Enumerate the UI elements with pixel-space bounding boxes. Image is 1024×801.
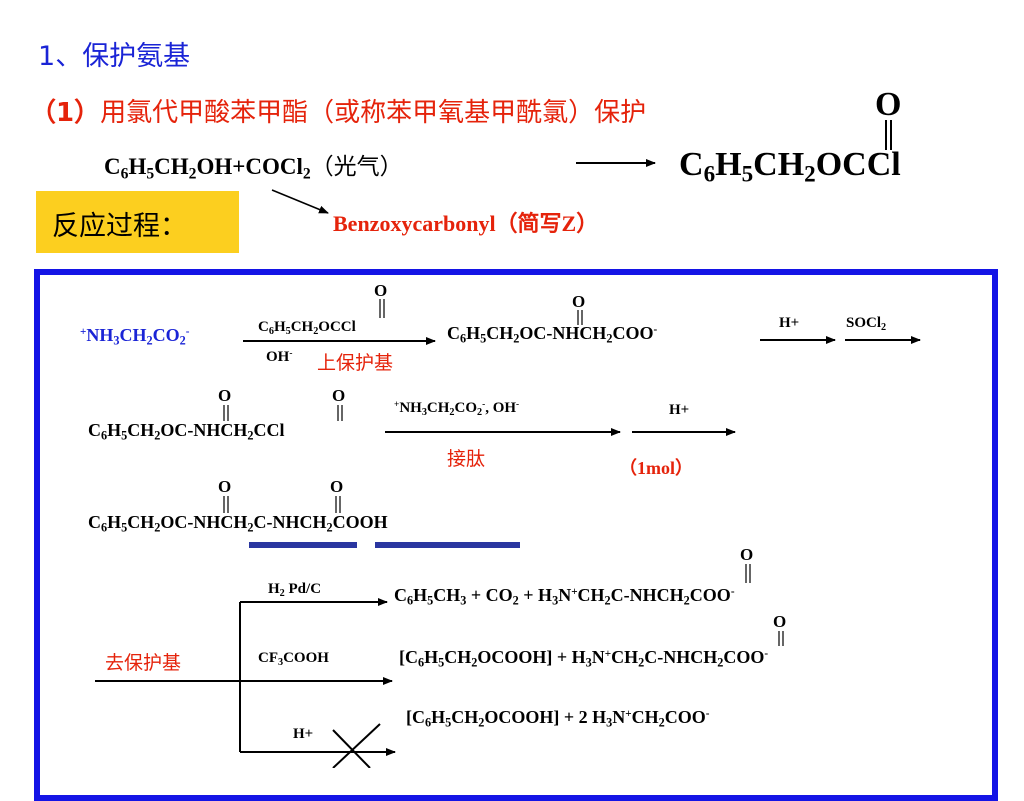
row2-acid: H+	[669, 402, 690, 418]
glycine-anion: +NH3CH2CO2-	[80, 325, 190, 348]
section-heading: 1、保护氨基	[38, 34, 190, 73]
heading-number: 1	[38, 41, 56, 72]
product2-oxygen: O	[773, 612, 787, 631]
row1-socl2: SOCl2	[846, 315, 887, 333]
protected-dipeptide: C6H5CH2OC-NHCH2C-NHCH2COOH	[88, 512, 388, 535]
phosgene-label: （光气）	[310, 154, 403, 180]
row1-reagent: C6H5CH2OCCl	[258, 319, 356, 337]
row2-reagents: +NH3CH2CO2-, OH-	[394, 399, 520, 418]
phosgene-formula: +COCl	[232, 154, 303, 179]
row2-oxygen-2: O	[332, 386, 346, 405]
product1-oxygen: O	[740, 545, 754, 564]
row1-product-oxygen: O	[572, 292, 586, 311]
cross-mark	[332, 729, 371, 768]
couple-label: 接肽	[447, 448, 486, 470]
row1-acid: H+	[779, 315, 800, 331]
row1-product: C6H5CH2OC-NHCH2COO-	[447, 323, 658, 346]
carbonyl-oxygen: O	[875, 86, 902, 123]
process-label: 反应过程：	[52, 211, 187, 242]
product-hydrogenolysis: C6H5CH3 + CO2 + H3N+CH2C-NHCH2COO-	[394, 585, 735, 608]
acid-reagent: H+	[293, 726, 314, 742]
heading-sep: 、	[55, 41, 83, 72]
deprotect-label: 去保护基	[105, 652, 182, 674]
heading-text: 保护氨基	[82, 41, 191, 72]
step-title: （1）用氯代甲酸苯甲酯（或称苯甲氧基甲酰氯）保护	[30, 92, 646, 129]
protect-label: 上保护基	[317, 352, 394, 374]
row2-oxygen-1: O	[218, 386, 232, 405]
h2-pdc-reagent: H2 Pd/C	[268, 581, 322, 599]
benzoxycarbonyl-label: Benzoxycarbonyl（简写Z）	[333, 211, 599, 236]
tfa-reagent: CF3COOH	[258, 650, 329, 668]
row3-oxygen-1: O	[218, 477, 232, 496]
product-formula: C6H5CH2OCCl	[679, 146, 901, 188]
step-text: 用氯代甲酸苯甲酯（或称苯甲氧基甲酰氯）保护	[100, 98, 647, 128]
acyl-chloride: C6H5CH2OC-NHCH2CCl	[88, 420, 285, 443]
row1-reagent-oxygen: O	[374, 281, 388, 300]
reactant-formula: C6H5CH2OH+COCl2（光气）	[104, 154, 403, 183]
row3-oxygen-2: O	[330, 477, 344, 496]
benzoxy-pointer	[271, 189, 329, 214]
underline-residue-1	[249, 542, 357, 548]
step-number: （1）	[30, 98, 101, 128]
process-label-box	[36, 191, 239, 253]
mol-label: （1mol）	[619, 458, 693, 478]
underline-residue-2	[375, 542, 520, 548]
product-acid: [C6H5CH2OCOOH] + 2 H3N+CH2COO-	[406, 707, 710, 730]
reaction-arrows	[95, 120, 921, 768]
product-tfa: [C6H5CH2OCOOH] + H3N+CH2C-NHCH2COO-	[399, 647, 769, 670]
row1-base: OH-	[266, 348, 293, 365]
